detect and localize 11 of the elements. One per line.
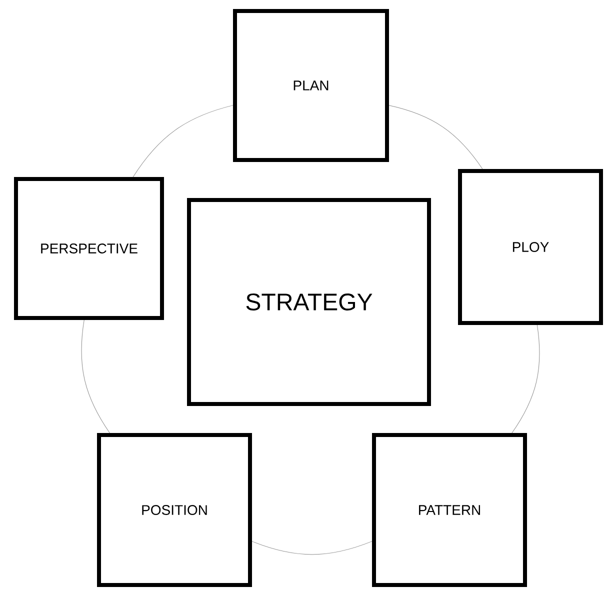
connector-arc bbox=[81, 320, 110, 434]
center-box: STRATEGY bbox=[187, 198, 431, 406]
connector-arc bbox=[132, 105, 234, 178]
concept-box: PLAN bbox=[233, 9, 389, 162]
connector-arc bbox=[512, 324, 540, 434]
concept-box: PLOY bbox=[458, 169, 603, 325]
connector-arc bbox=[388, 105, 483, 170]
concept-box: POSITION bbox=[97, 433, 252, 587]
connector-arc bbox=[252, 541, 372, 555]
concept-box: PATTERN bbox=[372, 433, 527, 587]
concept-box: PERSPECTIVE bbox=[14, 177, 164, 320]
